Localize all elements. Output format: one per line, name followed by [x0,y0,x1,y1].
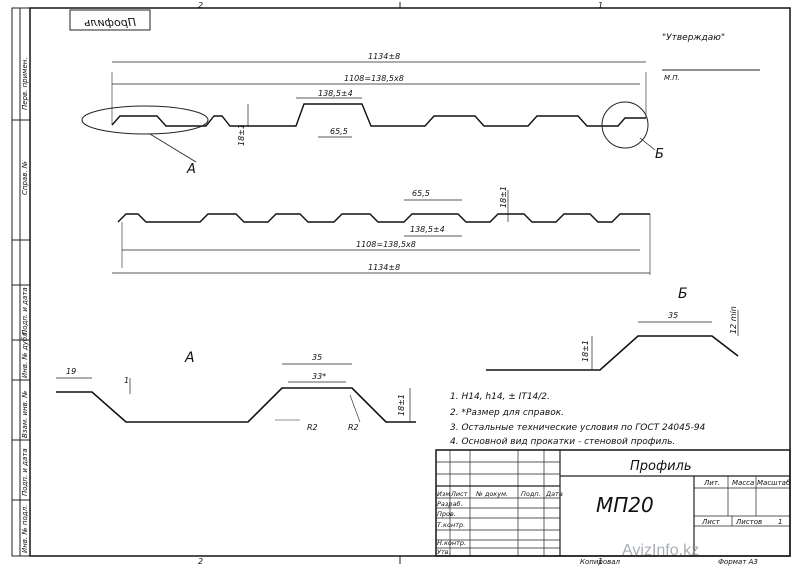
detail-b: Б 35 12 min 18±1 [486,286,739,371]
tb-row-tkontr: Т.контр. [437,521,465,529]
title-designation: МП20 [596,493,654,517]
main-dim-total: 1134±8 [368,52,400,61]
zone-number-bottom-right: 1 [598,557,603,566]
tb-mass: Масса [732,479,754,487]
tb-col-date: Дата [545,490,563,498]
zone-number-top-left: 2 [198,1,203,10]
detail-b-dim-top: 35 [668,311,678,320]
tb-row-razrab: Разраб. [437,500,463,508]
main-dim-pitch: 138,5±4 [318,89,353,98]
tb-col-izm: Изм [437,490,450,498]
side-label-3: Подп. и дата [21,287,29,335]
side-label-6: Подп. и дата [21,448,29,496]
main-dim-height: 18±1 [237,124,246,146]
detail-a-dim-left: 19 [66,367,76,376]
detail-b-title: Б [678,286,688,302]
detail-a-dim-top: 35 [312,353,322,362]
detail-a-radius-2: R2 [348,423,359,432]
bottom-dim-pitch-sum: 1108=138,5х8 [356,240,416,249]
tb-sheet: Лист [701,518,721,526]
tb-lit: Лит. [703,479,720,487]
tb-sheets-value: 1 [778,518,782,526]
zone-number-bottom-left: 2 [198,557,203,566]
tb-col-doc: № докум. [475,490,508,498]
tb-format: Формат А3 [718,558,758,566]
bottom-dim-height: 18±1 [499,186,508,208]
mp-label: М.П. [664,74,680,82]
watermark: AvizInfo.kz [622,542,699,559]
bottom-dim-pitch: 138,5±4 [410,225,445,234]
detail-a-profile [56,387,416,423]
detail-a-dim-height: 18±1 [397,394,406,416]
side-label-1: Перв. примен. [21,57,29,110]
detail-a-title: А [184,350,195,366]
callout-b-circle [601,101,649,149]
detail-a: А 19 35 33* 1 18±1 R2 R2 [56,350,416,432]
mirrored-stamp-box [69,9,151,31]
tb-sheets: Листов [735,518,762,526]
main-profile: 1134±8 1108=138,5х8 138,5±4 65,5 18±1 А … [81,52,664,177]
bottom-dim-crest: 65,5 [412,189,430,198]
tb-copied: Копировал [580,558,621,566]
side-label-2: Справ. № [21,161,29,195]
title-name: Профиль [630,459,692,474]
detail-b-dim-min: 12 min [729,306,738,334]
bottom-dim-total: 1134±8 [368,263,400,272]
main-dim-pitch-sum: 1108=138,5х8 [344,74,404,83]
note-3: 3. Остальные технические условия по ГОСТ… [450,423,706,433]
approve-label: "Утверждаю" [662,33,725,43]
side-label-5: Взам. инв. № [21,390,29,438]
title-block [435,449,791,557]
note-1: 1. Н14, h14, ± IT14/2. [450,392,550,402]
detail-a-radius-1: R2 [307,423,318,432]
tb-col-list: Лист [450,490,468,498]
side-label-7: Инв. № подл. [21,505,29,553]
tb-scale: Масштаб [757,479,791,487]
detail-b-profile [486,335,739,371]
bottom-profile-line [117,213,650,223]
tb-col-sign: Подп. [521,490,541,498]
tb-row-prov: Пров. [437,510,456,518]
note-4: 4. Основной вид прокатки - стеновой проф… [450,437,675,447]
main-callout-a: А [186,162,196,177]
tb-row-utv: Утв. [437,548,451,556]
tb-row-nkontr: Н.контр. [437,539,466,547]
detail-b-dim-height: 18±1 [581,340,590,362]
detail-a-dim-small: 1 [124,376,129,385]
note-2: 2. *Размер для справок. [450,408,564,418]
main-callout-b: Б [655,147,664,162]
mirrored-stamp-text: Профиль [84,16,136,29]
zone-number-top-right: 1 [598,1,603,10]
main-profile-line [111,103,646,127]
bottom-profile: 65,5 18±1 138,5±4 1108=138,5х8 1134±8 [112,186,651,275]
drawing-frame [29,7,791,557]
side-label-4: Инв. № дубл. [21,330,29,378]
main-dim-crest: 65,5 [330,127,348,136]
detail-a-dim-mid: 33* [312,372,326,381]
callout-a-ellipse [81,105,209,135]
side-strip [12,8,30,556]
